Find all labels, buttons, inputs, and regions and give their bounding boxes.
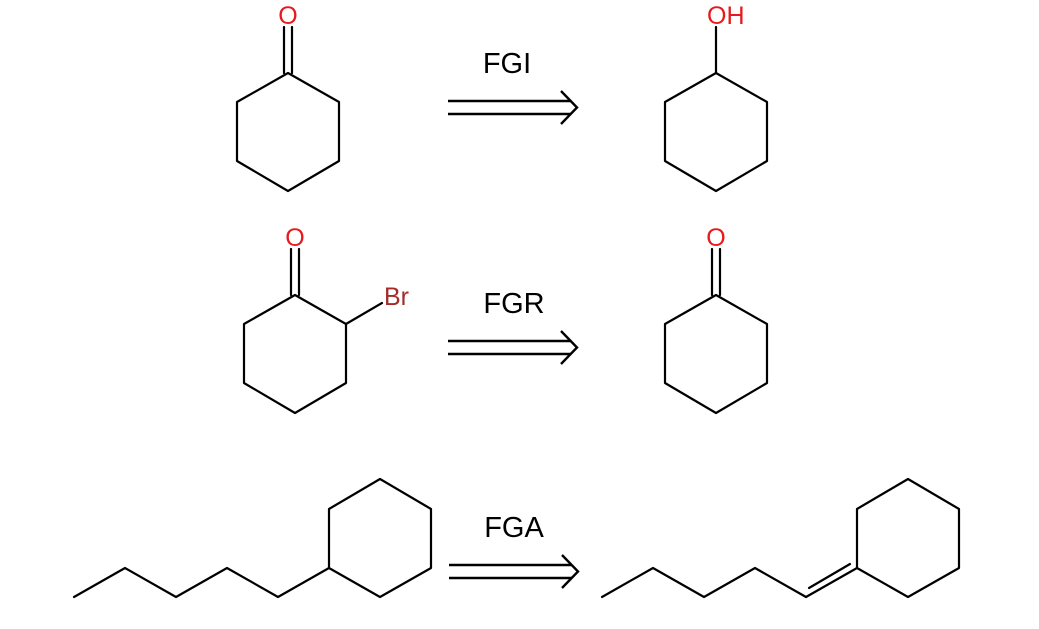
cyclohexane-ring — [855, 477, 961, 599]
cyclohexanone-structure: O — [663, 224, 769, 415]
exocyclic-double-bond — [807, 562, 852, 590]
exocyclic-double-bond — [804, 566, 859, 599]
reaction-label-fga: FGA — [484, 512, 544, 544]
cyclohexanol-structure: OH — [663, 2, 769, 193]
hydroxyl-atom-label: OH — [707, 2, 745, 30]
cyclohexane-ring — [663, 71, 769, 193]
oxygen-atom-label: O — [706, 224, 725, 252]
reaction-label-fgr: FGR — [483, 288, 544, 320]
carbon-bromine-bond — [344, 301, 384, 326]
cyclohexane-ring — [663, 293, 769, 415]
pentylidenecyclohexane-structure — [600, 477, 961, 599]
row-fgr: O Br FGR O — [242, 224, 769, 415]
oxygen-atom-label: O — [278, 2, 297, 30]
retrosynthetic-double-arrow-icon — [448, 90, 579, 125]
oxygen-atom-label: O — [285, 224, 304, 252]
retrosynthetic-double-arrow-icon — [448, 330, 579, 365]
cyclohexane-ring — [242, 293, 348, 415]
bromine-atom-label: Br — [384, 283, 409, 311]
bromocyclohexanone-structure: O Br — [242, 224, 409, 415]
retrosynthetic-double-arrow-icon — [449, 554, 580, 589]
cyclohexane-ring — [327, 477, 433, 599]
pentylcyclohexane-structure — [72, 477, 433, 599]
cyclohexanone-structure: O — [235, 2, 341, 193]
row-fga: FGA — [72, 477, 961, 599]
reaction-label-fgi: FGI — [483, 48, 531, 80]
pentyl-chain — [72, 566, 331, 599]
cyclohexane-ring — [235, 71, 341, 193]
alkyl-chain — [600, 566, 808, 599]
row-fgi: O FGI OH — [235, 2, 769, 193]
